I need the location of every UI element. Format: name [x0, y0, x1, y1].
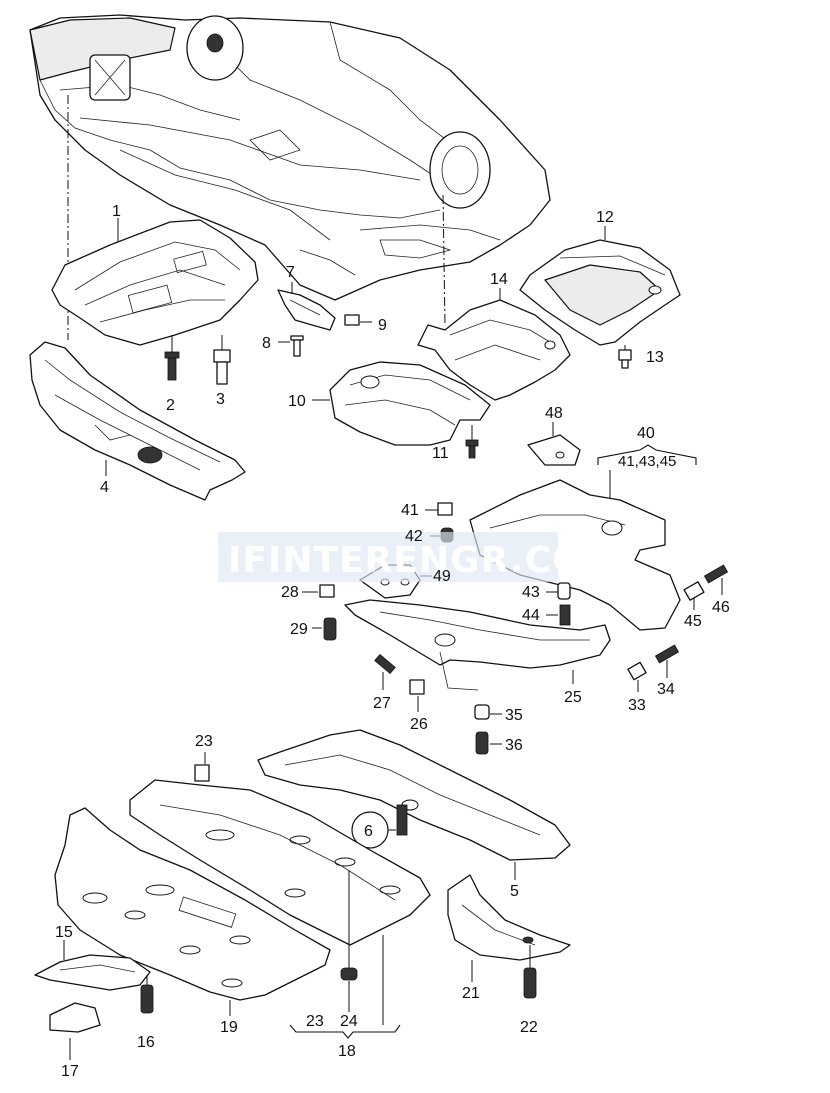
- part-17-pad: [49, 1002, 101, 1060]
- callout-29: 29: [290, 621, 308, 638]
- svg-text:IFINTERENGR.COM: IFINTERENGR.COM: [228, 540, 621, 581]
- callout-14: 14: [490, 271, 508, 288]
- brace-40: [597, 444, 697, 465]
- bolt-3-icon: [213, 335, 231, 385]
- callout-7: 7: [286, 264, 295, 281]
- clip-33-icon: [627, 661, 647, 692]
- callout-2: 2: [166, 397, 175, 414]
- callout-42: 42: [405, 528, 423, 545]
- part-15-bracket: [34, 954, 151, 991]
- nut-43-icon: [546, 582, 571, 600]
- callout-41: 41: [401, 502, 419, 519]
- callout-5: 5: [510, 883, 519, 900]
- callout-16: 16: [137, 1034, 155, 1051]
- screw-16-icon: [140, 975, 154, 1014]
- callout-27: 27: [373, 695, 391, 712]
- screw-44-icon: [546, 604, 571, 626]
- callout-26: 26: [410, 716, 428, 733]
- callout-3: 3: [216, 391, 225, 408]
- nut-24-icon: [340, 870, 358, 1012]
- callout-10: 10: [288, 393, 306, 410]
- part-1-engine-undertray: [51, 219, 259, 346]
- part-18-floor-tray: [129, 779, 431, 946]
- callout-43: 43: [522, 584, 540, 601]
- part-10-center-tray: [329, 361, 491, 446]
- vehicle-underbody: [29, 14, 551, 301]
- callout-48: 48: [545, 405, 563, 422]
- screw-34-icon: [654, 644, 680, 678]
- pin-8-icon: [278, 335, 304, 357]
- callout-4: 4: [100, 479, 109, 496]
- callout-34: 34: [657, 681, 675, 698]
- callout-24: 24: [340, 1013, 358, 1030]
- guide-line-right: [442, 194, 446, 326]
- clip-26-icon: [409, 679, 425, 712]
- callout-33: 33: [628, 697, 646, 714]
- callout-28: 28: [281, 584, 299, 601]
- brace-18: [289, 1024, 401, 1039]
- callout-45: 45: [684, 613, 702, 630]
- connector-23-icon: [194, 752, 210, 782]
- callout-23-bottom: 23: [306, 1013, 324, 1030]
- callout-15: 15: [55, 924, 73, 941]
- callout-22: 22: [520, 1019, 538, 1036]
- screw-11-icon: [465, 425, 479, 459]
- screw-2-icon: [164, 335, 180, 381]
- clip-28-icon: [302, 584, 335, 598]
- callout-36: 36: [505, 737, 523, 754]
- callout-18: 18: [338, 1043, 356, 1060]
- bolt-6-icon: [351, 804, 408, 849]
- clip-45-icon: [683, 581, 705, 610]
- callout-40: 40: [637, 425, 655, 442]
- part-7-bracket: [277, 289, 336, 331]
- callout-19: 19: [220, 1019, 238, 1036]
- screw-29-icon: [312, 617, 337, 641]
- nut-35-icon: [474, 704, 502, 720]
- part-48-hole: [555, 451, 565, 459]
- screw-22-icon: [523, 945, 537, 999]
- part-12-rear-tray: [519, 239, 681, 346]
- clip-9-icon: [344, 314, 372, 326]
- part-14-tunnel-panel: [417, 299, 571, 401]
- callout-9: 9: [378, 317, 387, 334]
- watermark: IFINTERENGR.COM: [218, 532, 621, 582]
- screw-36-icon: [475, 731, 502, 755]
- part-4-side-panel: [29, 341, 246, 501]
- callout-49: 49: [433, 568, 451, 585]
- screw-46-icon: [703, 564, 729, 595]
- callout-46: 46: [712, 599, 730, 616]
- callout-35: 35: [505, 707, 523, 724]
- callout-1: 1: [112, 203, 121, 220]
- callout-23-top: 23: [195, 733, 213, 750]
- callout-17: 17: [61, 1063, 79, 1080]
- part-21-wheel-liner: [447, 874, 571, 961]
- screw-27-icon: [374, 653, 396, 690]
- callout-labels: 1 2 3 4 7 8 9 10 11 12 13 14 48 40 41,43…: [55, 203, 730, 1080]
- part-48-pad: [527, 434, 581, 466]
- callout-44: 44: [522, 607, 540, 624]
- callout-25: 25: [564, 689, 582, 706]
- callout-40-sub: 41,43,45: [618, 453, 676, 470]
- clip-41-icon: [425, 502, 453, 516]
- part-19-floor-tray: [54, 807, 331, 1001]
- callout-6: 6: [364, 823, 373, 840]
- callout-12: 12: [596, 209, 614, 226]
- callout-21: 21: [462, 985, 480, 1002]
- callout-13: 13: [646, 349, 664, 366]
- callout-11: 11: [432, 445, 449, 462]
- callout-8: 8: [262, 335, 271, 352]
- part-25-heat-shield: [344, 599, 611, 691]
- screw-13-icon: [618, 345, 632, 369]
